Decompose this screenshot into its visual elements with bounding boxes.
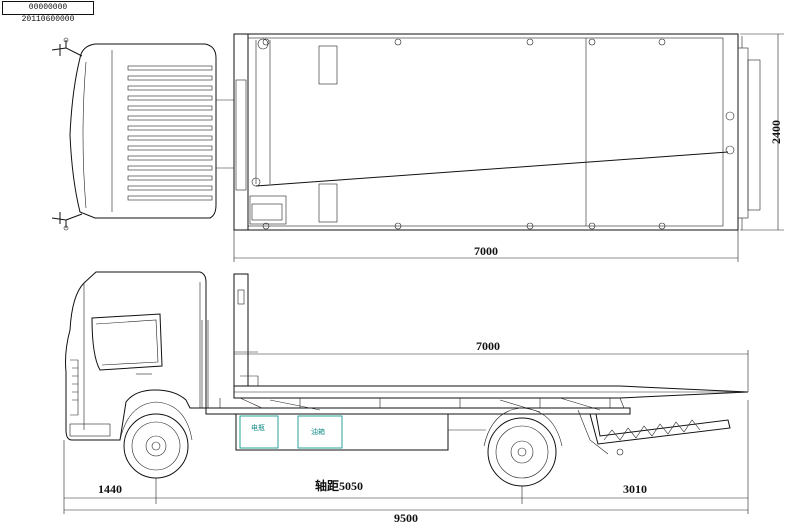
tie-down-point [262, 38, 270, 46]
front-overhang-label: 1440 [98, 482, 122, 496]
roof-slat [127, 195, 213, 201]
roof-slat [127, 145, 213, 151]
overall-length-label: 9500 [394, 511, 418, 525]
roof-slat [127, 85, 213, 91]
roof-slat [127, 105, 213, 111]
battery-box [239, 415, 279, 449]
rear-overhang-label: 3010 [623, 482, 647, 496]
top-length-label: 7000 [474, 244, 498, 258]
width-label: 2400 [769, 120, 783, 144]
left-mirror [51, 37, 83, 57]
wheel-lift-arm [577, 409, 731, 456]
cab-roof-slats [127, 65, 213, 201]
tie-down-point [394, 38, 402, 46]
fuel-tank-label: 油箱 [311, 427, 325, 436]
tie-down-point [526, 222, 534, 230]
top-length-dimension: 7000 [233, 230, 739, 262]
roof-slat [127, 185, 213, 191]
roof-slat [127, 165, 213, 171]
wheelbase-label: 轴距5050 [315, 478, 363, 493]
battery-label: 电瓶 [251, 423, 265, 432]
tie-down-points [262, 38, 666, 230]
roof-slat [127, 125, 213, 131]
roof-slat [127, 75, 213, 81]
roof-slat [127, 65, 213, 71]
tie-down-point [658, 222, 666, 230]
roof-slat [127, 115, 213, 121]
bottom-dimensions: 1440 轴距5050 3010 9500 [63, 400, 749, 525]
front-wheel [119, 401, 193, 479]
tie-down-point [658, 38, 666, 46]
side-view: 电瓶 油箱 [63, 271, 749, 525]
side-bed-length-label: 7000 [476, 339, 500, 353]
side-bed-length-dimension: 7000 [233, 339, 749, 392]
roof-slat [127, 95, 213, 101]
tie-down-point [394, 222, 402, 230]
fuel-tank [297, 415, 343, 449]
tie-down-point [588, 38, 596, 46]
tie-down-point [262, 222, 270, 230]
roof-slat [127, 155, 213, 161]
tie-down-point [526, 38, 534, 46]
drawing-code-box: 00000000 20110600000 [2, 1, 94, 24]
rear-wheel [483, 407, 563, 487]
top-width-dimension: 2400 [740, 33, 784, 231]
roof-slat [127, 135, 213, 141]
roof-slat [127, 175, 213, 181]
tie-down-point [588, 222, 596, 230]
right-mirror [51, 212, 83, 231]
top-view: 2400 7000 [51, 33, 784, 262]
